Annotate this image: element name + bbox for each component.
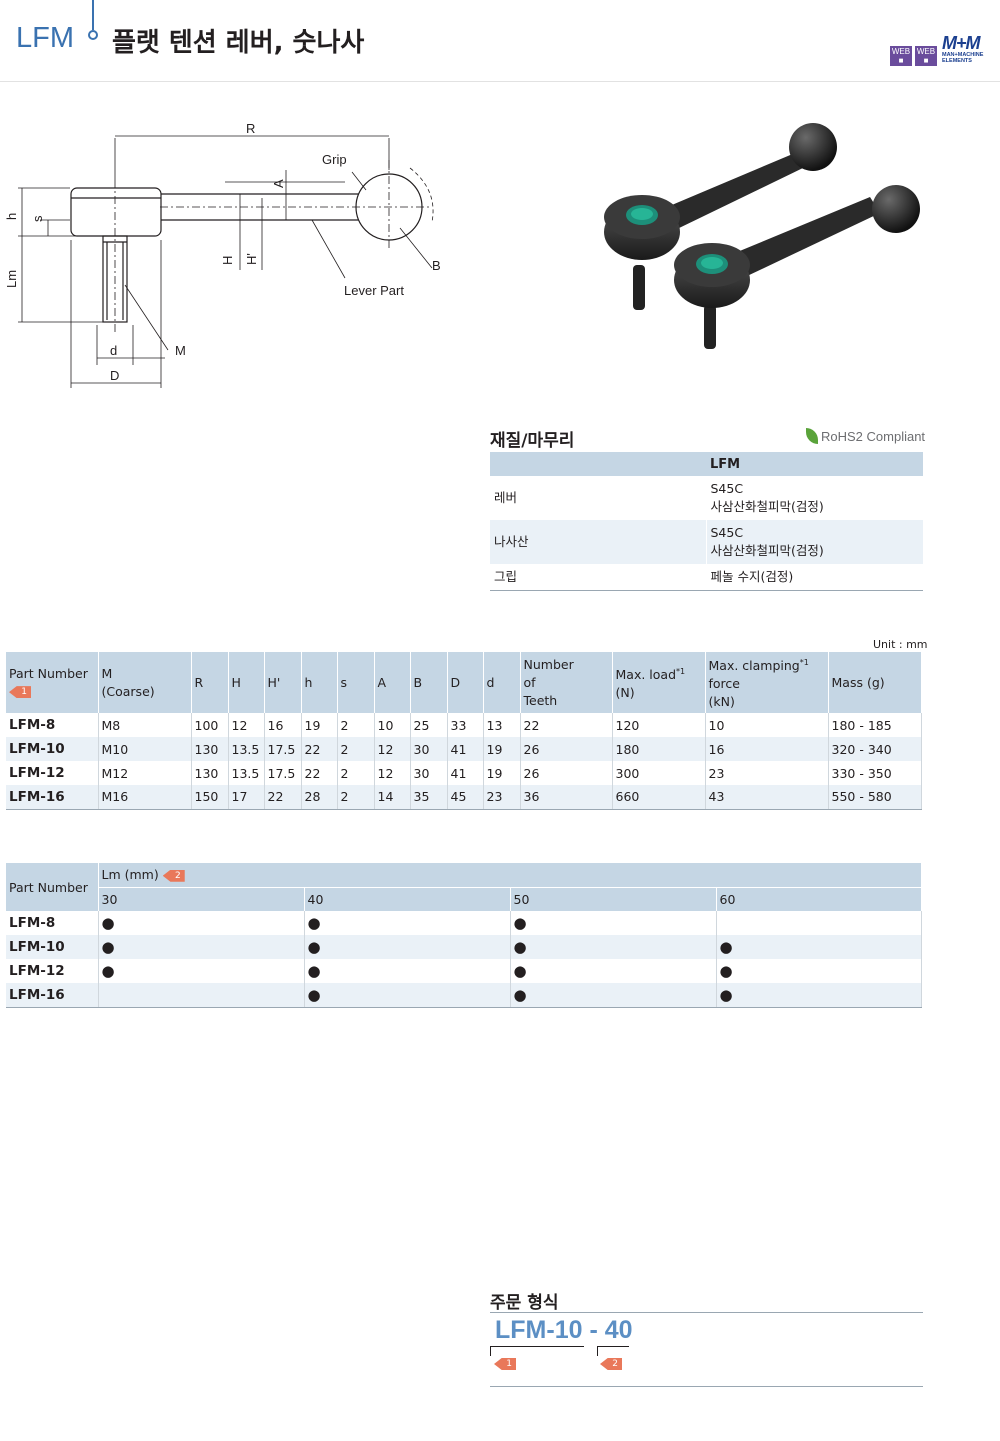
dimension-diagram: R Grip A h s H H' B Lm Lever Part d M D bbox=[4, 121, 441, 388]
col-d: d bbox=[483, 652, 521, 714]
materials-header-blank bbox=[490, 452, 706, 476]
web-icon[interactable]: WEB■ bbox=[890, 46, 912, 66]
lever-hub bbox=[70, 187, 162, 237]
dim-label-d: d bbox=[110, 343, 117, 358]
dim-label-Lm: Lm bbox=[4, 270, 19, 288]
dim-label-M: M bbox=[175, 343, 186, 358]
dim-label-D: D bbox=[110, 368, 119, 383]
order-divider bbox=[490, 1312, 923, 1313]
dim-label-H: H bbox=[220, 256, 235, 265]
table-row: LFM-10●●●● bbox=[6, 935, 922, 959]
lm-col-30: 30 bbox=[98, 887, 305, 911]
order-bracket-2 bbox=[597, 1346, 629, 1356]
header-accent-dot bbox=[88, 30, 98, 40]
dim-label-R: R bbox=[246, 121, 255, 136]
col-R: R bbox=[191, 652, 229, 714]
order-title: 주문 형식 bbox=[490, 1293, 559, 1313]
page-title: 플랫 텐션 레버, 숫나사 bbox=[112, 28, 365, 58]
col-A: A bbox=[374, 652, 411, 714]
dim-label-s: s bbox=[30, 215, 45, 222]
order-code: LFM-10 - 40 bbox=[495, 1316, 633, 1344]
material-part: 그립 bbox=[490, 564, 707, 591]
materials-title: 재질/마무리 bbox=[490, 431, 575, 451]
table-row: LFM-12●●●● bbox=[6, 959, 922, 983]
table-row: LFM-8●●● bbox=[6, 911, 922, 935]
web-icon[interactable]: WEB■ bbox=[915, 46, 937, 66]
product-code: LFM bbox=[16, 22, 74, 54]
ref-tag-1: 1 bbox=[9, 686, 31, 699]
unit-label: Unit : mm bbox=[873, 638, 928, 651]
material-part: 나사산 bbox=[490, 520, 707, 564]
leaf-icon bbox=[806, 428, 818, 444]
lm-availability-table: Part Number Lm (mm) 2 30 40 50 60 LFM-8●… bbox=[6, 863, 922, 1008]
col-h: h bbox=[301, 652, 338, 714]
col-max-load: Max. load*1(N) bbox=[612, 652, 706, 714]
table-row: LFM-16●●● bbox=[6, 983, 922, 1008]
lm-group-header: Lm (mm) 2 bbox=[98, 863, 922, 888]
col-D: D bbox=[447, 652, 484, 714]
order-bottom-divider bbox=[490, 1386, 923, 1387]
header-accent-line bbox=[92, 0, 94, 30]
header-divider bbox=[0, 81, 1000, 82]
order-tag-1: 1 bbox=[494, 1358, 516, 1370]
material-part: 레버 bbox=[490, 476, 707, 520]
dim-label-A: A bbox=[271, 179, 286, 188]
material-value: 페놀 수지(검정) bbox=[706, 564, 923, 591]
dim-label-B: B bbox=[432, 258, 441, 273]
col-s: s bbox=[337, 652, 375, 714]
col-mass: Mass (g) bbox=[828, 652, 922, 714]
rohs-badge: RoHS2 Compliant bbox=[806, 428, 925, 444]
order-bracket-1 bbox=[490, 1346, 584, 1356]
col-H: H bbox=[228, 652, 265, 714]
lm-col-40: 40 bbox=[304, 887, 511, 911]
dim-label-h: h bbox=[4, 213, 19, 220]
col-H-prime: H' bbox=[264, 652, 302, 714]
materials-header-lfm: LFM bbox=[706, 452, 923, 476]
dim-label-lever-part: Lever Part bbox=[344, 283, 404, 298]
col-B: B bbox=[410, 652, 448, 714]
col-m: M(Coarse) bbox=[98, 652, 192, 714]
lm-col-60: 60 bbox=[716, 887, 922, 911]
brand-logo: M+M MAN+MACHINE ELEMENTS bbox=[942, 33, 984, 64]
product-photo bbox=[604, 123, 920, 349]
lm-col-part-number: Part Number bbox=[6, 863, 99, 911]
dim-label-grip: Grip bbox=[322, 152, 347, 167]
ref-tag-2: 2 bbox=[162, 869, 185, 882]
lm-col-50: 50 bbox=[510, 887, 717, 911]
order-tag-2: 2 bbox=[600, 1358, 622, 1370]
dim-label-H-prime: H' bbox=[244, 253, 259, 265]
